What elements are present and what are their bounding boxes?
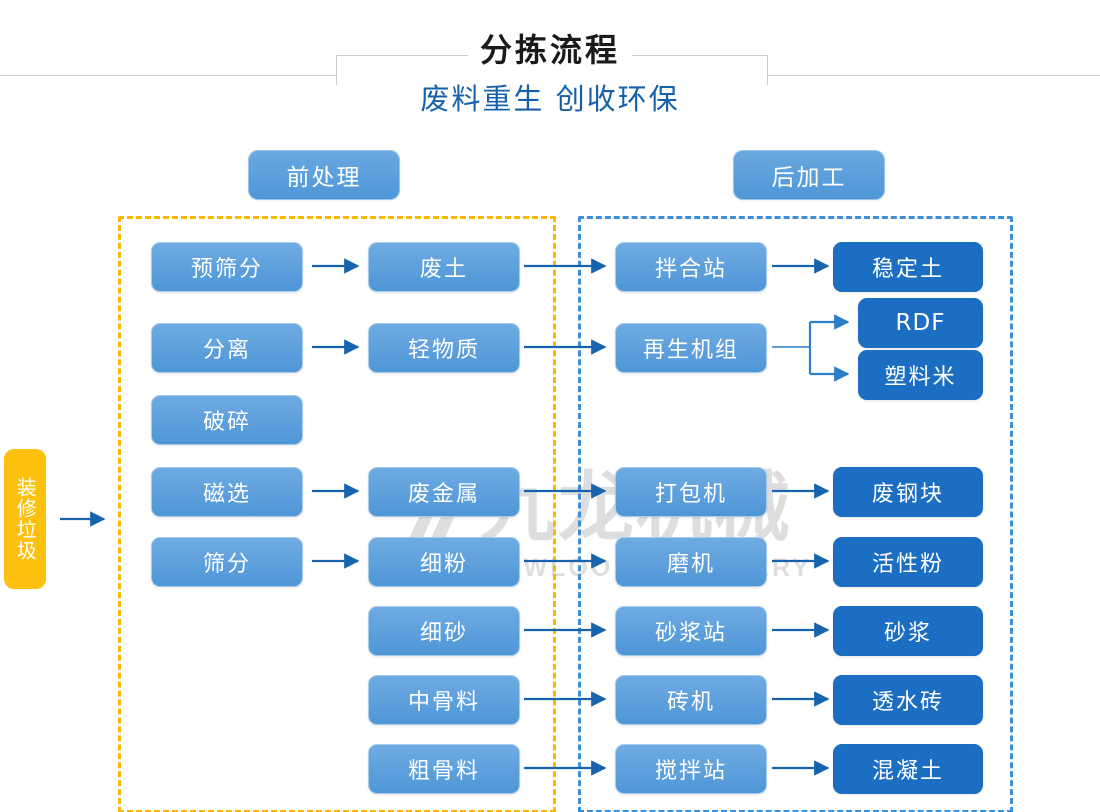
node-magnetic-separation[interactable]: 磁选	[151, 467, 303, 517]
node-active-powder[interactable]: 活性粉	[833, 537, 983, 587]
node-fine-sand[interactable]: 细砂	[368, 606, 520, 656]
node-baler[interactable]: 打包机	[615, 467, 767, 517]
node-mortar-station[interactable]: 砂浆站	[615, 606, 767, 656]
page-subtitle: 废料重生 创收环保	[0, 82, 1100, 116]
node-concrete-batching-plant[interactable]: 搅拌站	[615, 744, 767, 794]
page-title: 分拣流程	[0, 31, 1100, 69]
node-separation[interactable]: 分离	[151, 323, 303, 373]
node-screening[interactable]: 筛分	[151, 537, 303, 587]
node-brick-machine[interactable]: 砖机	[615, 675, 767, 725]
node-grinding-mill[interactable]: 磨机	[615, 537, 767, 587]
node-concrete[interactable]: 混凝土	[833, 744, 983, 794]
node-mixing-station[interactable]: 拌合站	[615, 242, 767, 292]
input-node-construction-waste[interactable]: 装修垃圾	[4, 449, 46, 589]
node-crushing[interactable]: 破碎	[151, 395, 303, 445]
node-scrap-metal[interactable]: 废金属	[368, 467, 520, 517]
node-light-material[interactable]: 轻物质	[368, 323, 520, 373]
node-waste-soil[interactable]: 废土	[368, 242, 520, 292]
node-scrap-steel[interactable]: 废钢块	[833, 467, 983, 517]
node-permeable-brick[interactable]: 透水砖	[833, 675, 983, 725]
node-coarse-aggregate[interactable]: 粗骨料	[368, 744, 520, 794]
node-presieve[interactable]: 预筛分	[151, 242, 303, 292]
node-plastic-pellets[interactable]: 塑料米	[858, 350, 983, 400]
zone-pretreatment	[118, 216, 556, 812]
node-rdf[interactable]: RDF	[858, 298, 983, 348]
zone-postprocessing	[578, 216, 1013, 812]
node-regeneration-unit[interactable]: 再生机组	[615, 323, 767, 373]
node-fine-powder[interactable]: 细粉	[368, 537, 520, 587]
node-medium-aggregate[interactable]: 中骨料	[368, 675, 520, 725]
node-stabilized-soil[interactable]: 稳定土	[833, 242, 983, 292]
section-tag-pretreatment[interactable]: 前处理	[248, 150, 400, 200]
section-tag-postprocessing[interactable]: 后加工	[733, 150, 885, 200]
node-mortar[interactable]: 砂浆	[833, 606, 983, 656]
